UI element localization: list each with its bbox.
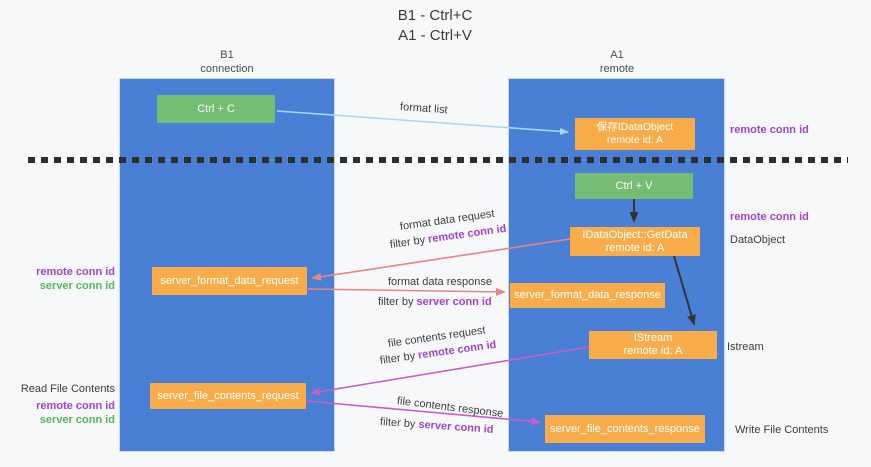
node-istream-line2: remote id: A [623, 345, 683, 357]
node-server-file-contents-response: server_file_contents_response [545, 415, 705, 443]
lane-a1-role: remote [599, 63, 635, 75]
node-getdata-line2: remote id: A [605, 241, 665, 254]
lane-a1-name: A1 [610, 49, 624, 61]
node-ctrl-c-label: Ctrl + C [197, 102, 235, 115]
node-istream: IStream remote id: A [589, 331, 717, 359]
filter-prefix: filter by [379, 416, 419, 431]
title-line-1: B1 - Ctrl+C [397, 7, 473, 24]
node-server-format-data-request-label: server_format_data_request [160, 274, 299, 287]
node-idataobject-getdata: IDataObject::GetData remote id: A [570, 227, 700, 256]
node-server-file-contents-request: server_file_contents_request [150, 383, 306, 409]
label-format-data-response-filter: filter by server conn id [378, 296, 492, 308]
node-server-format-data-request: server_format_data_request [152, 267, 307, 295]
annotation-remote-conn-id-top: remote conn id [730, 124, 809, 136]
annotation-dataobject: DataObject [730, 234, 786, 246]
lane-header-a1: A1 remote [537, 48, 697, 76]
node-ctrl-v: Ctrl + V [575, 173, 693, 199]
annotation-file-conn-ids: Read File Contents remote conn id server… [15, 382, 115, 427]
label-format-data-response: format data response [388, 276, 492, 288]
node-save-idataobject-line2: remote id: A [606, 134, 664, 146]
annotation-file-server-conn-id: server conn id [39, 414, 115, 426]
annotation-format-conn-ids: remote conn id server conn id [15, 265, 115, 293]
annotation-write-file-contents: Write File Contents [735, 424, 829, 436]
annotation-remote-conn-id-mid: remote conn id [730, 211, 809, 223]
node-server-format-data-response-label: server_format_data_response [514, 289, 661, 301]
node-save-idataobject-line1: 保存IDataObject [596, 121, 674, 133]
node-ctrl-v-label: Ctrl + V [615, 179, 653, 192]
filter-prefix: filter by [378, 296, 417, 308]
arrow-format-data-response [307, 287, 506, 296]
lane-header-b1: B1 connection [147, 48, 307, 76]
label-format-list: format list [399, 101, 448, 117]
annotation-istream: Istream [727, 341, 764, 353]
node-server-file-contents-response-label: server_file_contents_response [550, 422, 700, 435]
filter-prefix: filter by [379, 349, 419, 367]
filter-key-server-conn-id: server conn id [416, 296, 492, 308]
annotation-format-server-conn-id: server conn id [39, 280, 115, 292]
lane-b1-role: connection [200, 63, 254, 75]
filter-prefix: filter by [389, 233, 429, 251]
filter-key-server-conn-id: server conn id [418, 418, 494, 436]
lane-b1-name: B1 [220, 49, 234, 61]
annotation-format-remote-conn-id: remote conn id [36, 266, 115, 278]
node-server-file-contents-request-label: server_file_contents_request [157, 389, 299, 402]
node-istream-line1: IStream [633, 332, 673, 344]
node-getdata-line1: IDataObject::GetData [582, 228, 688, 241]
label-file-contents-response-filter: filter by server conn id [380, 416, 494, 436]
node-server-format-data-response: server_format_data_response [510, 283, 665, 308]
annotation-read-file-contents: Read File Contents [20, 383, 115, 395]
annotation-file-remote-conn-id: remote conn id [36, 400, 115, 412]
phase-divider-dashed-line [28, 157, 848, 163]
diagram-title: B1 - Ctrl+C A1 - Ctrl+V [330, 6, 540, 46]
node-save-idataobject: 保存IDataObject remote id: A [575, 118, 695, 150]
node-ctrl-c: Ctrl + C [157, 95, 275, 123]
title-line-2: A1 - Ctrl+V [398, 27, 472, 44]
label-file-contents-response: file contents response [396, 395, 504, 420]
